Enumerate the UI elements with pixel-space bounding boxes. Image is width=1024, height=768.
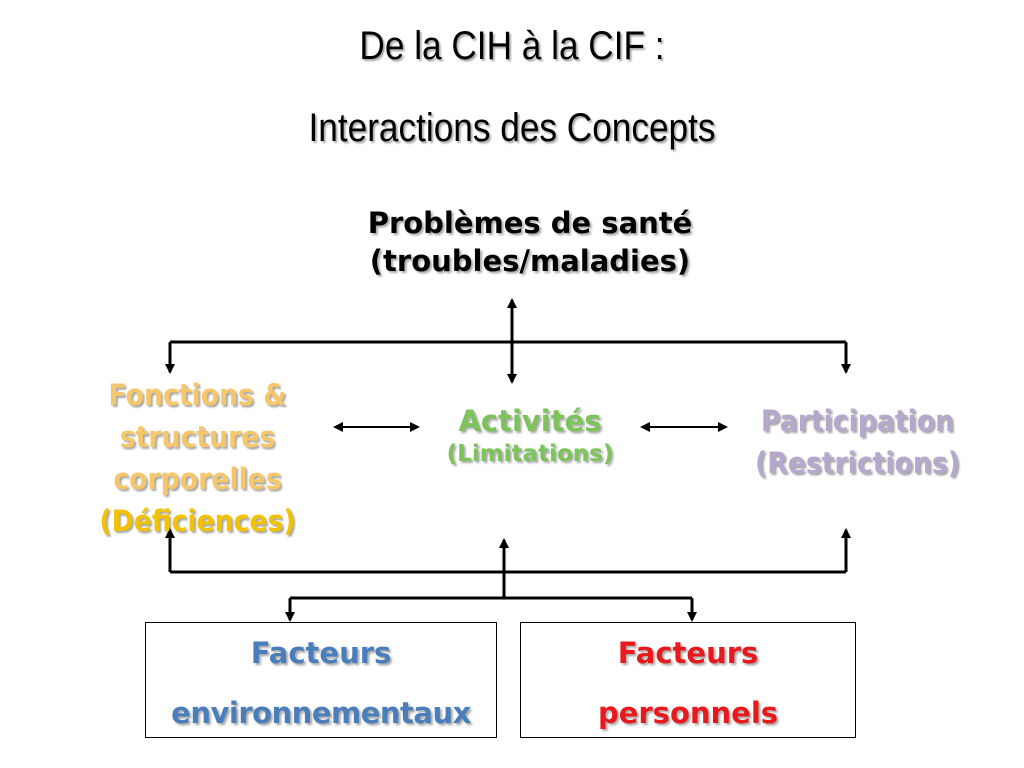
body-line-3: corporelles — [113, 462, 282, 496]
participation-line-1: Participation — [760, 404, 955, 438]
activities-line-1: Activités — [458, 404, 602, 438]
health-line-1: Problèmes de santé — [367, 206, 693, 240]
body-line-2: structures — [119, 420, 276, 454]
participation-node: Participation (Restrictions) — [726, 400, 988, 484]
pers-line-1: Facteurs — [617, 636, 759, 670]
slide-subtitle: Interactions des Concepts — [308, 106, 716, 150]
personal-factors-box: Facteurs personnels — [520, 622, 856, 738]
pers-line-2: personnels — [597, 696, 779, 730]
health-problems-node: Problèmes de santé (troubles/maladies) — [300, 204, 760, 280]
body-line-4: (Déficiences) — [99, 504, 296, 538]
slide-title: De la CIH à la CIF : — [359, 24, 665, 68]
activities-node: Activités (Limitations) — [410, 402, 650, 468]
activities-line-2: (Limitations) — [446, 441, 614, 467]
health-line-2: (troubles/maladies) — [369, 244, 691, 278]
env-line-1: Facteurs — [250, 636, 392, 670]
env-line-2: environnementaux — [171, 696, 471, 730]
body-functions-node: Fonctions & structures corporelles (Défi… — [71, 374, 324, 542]
participation-line-2: (Restrictions) — [755, 446, 960, 480]
environmental-factors-box: Facteurs environnementaux — [145, 622, 497, 738]
body-line-1: Fonctions & — [108, 378, 287, 412]
